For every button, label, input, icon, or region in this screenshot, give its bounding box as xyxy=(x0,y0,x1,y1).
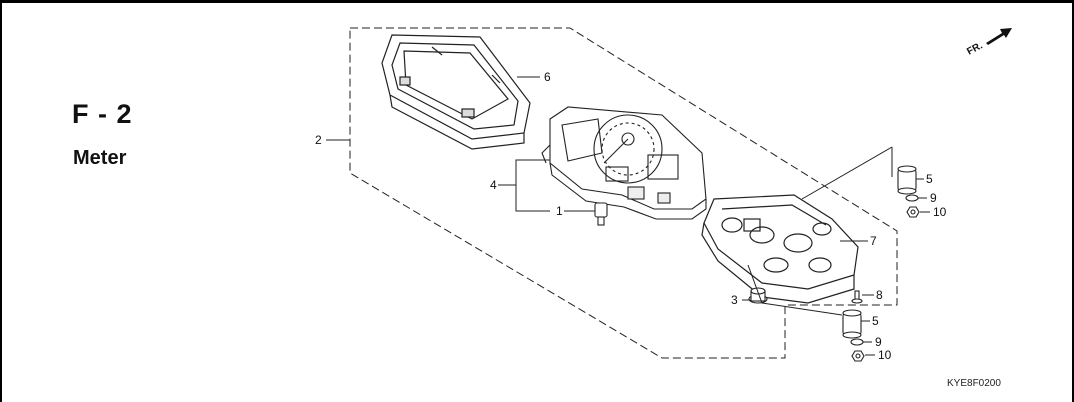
callout-1: 1 xyxy=(556,204,563,218)
callout-8: 8 xyxy=(876,288,883,302)
meter-visor-part xyxy=(381,34,531,150)
callout-3: 3 xyxy=(731,293,738,307)
callout-9-upper: 9 xyxy=(930,191,937,205)
bulb-socket-part xyxy=(594,202,608,226)
grommet-part xyxy=(748,287,768,304)
callout-4: 4 xyxy=(490,178,497,192)
callout-2: 2 xyxy=(315,133,322,147)
screw-part xyxy=(851,290,863,304)
callout-6: 6 xyxy=(544,70,551,84)
leader-lines xyxy=(326,76,930,356)
upper-rubber-mount-set xyxy=(897,165,920,218)
callout-10-lower: 10 xyxy=(878,348,892,362)
callout-10-upper: 10 xyxy=(933,205,947,219)
exploded-parts-diagram: FR. 2 6 4 1 7 3 8 5 9 10 5 9 10 xyxy=(315,27,1012,362)
section-code: F - 2 xyxy=(72,99,133,129)
front-direction-arrow-icon xyxy=(986,28,1012,45)
diagram-code: KYE8F0200 xyxy=(947,378,1001,389)
section-title: Meter xyxy=(73,147,127,169)
callout-5-lower: 5 xyxy=(872,314,879,328)
lower-rubber-mount-set xyxy=(842,309,865,362)
callout-7: 7 xyxy=(870,234,877,248)
meter-lower-case-part xyxy=(701,194,859,304)
callout-9-lower: 9 xyxy=(875,335,882,349)
meter-panel-part xyxy=(541,106,707,220)
assembly-dashed-outline xyxy=(349,27,898,359)
front-direction-label: FR. xyxy=(965,40,985,57)
callout-5-upper: 5 xyxy=(926,172,933,186)
